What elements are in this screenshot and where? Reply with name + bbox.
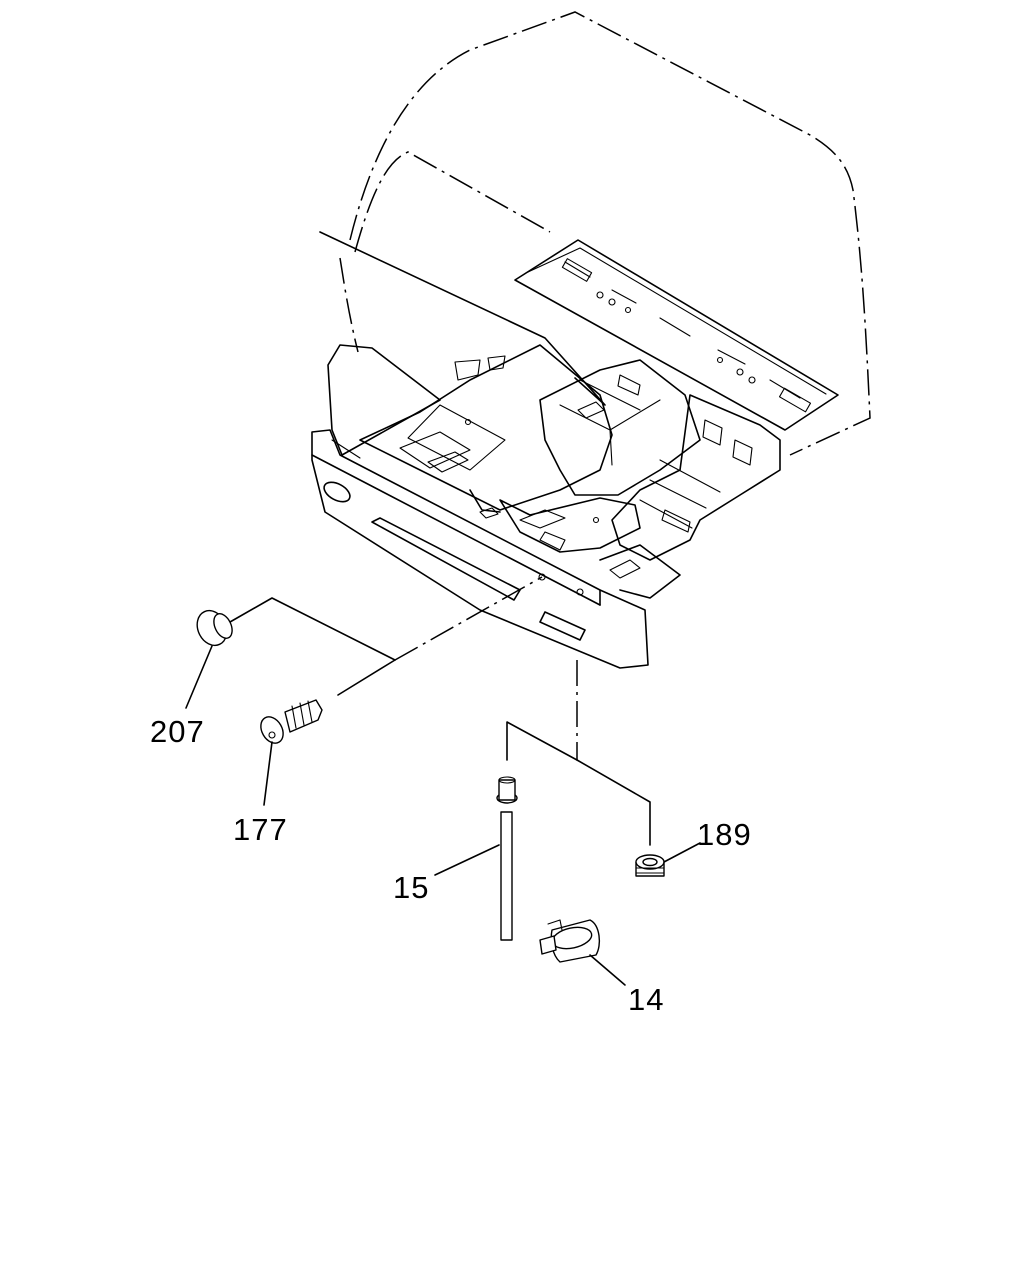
part-189-grommet xyxy=(635,854,665,877)
callout-label-15: 15 xyxy=(393,870,429,905)
callout-label-189: 189 xyxy=(697,817,752,852)
cab-floor-body xyxy=(311,231,839,669)
callout-label-177: 177 xyxy=(233,812,288,847)
part-14-clamp xyxy=(539,919,601,963)
callout-label-207: 207 xyxy=(150,714,205,749)
part-207-plug xyxy=(196,609,233,647)
cab-outline xyxy=(339,11,871,456)
callout-leaders xyxy=(185,645,701,986)
part-15-rod xyxy=(496,776,518,941)
part-177-clip xyxy=(260,699,323,744)
callout-label-14: 14 xyxy=(628,982,664,1017)
leader-lines xyxy=(229,576,651,846)
